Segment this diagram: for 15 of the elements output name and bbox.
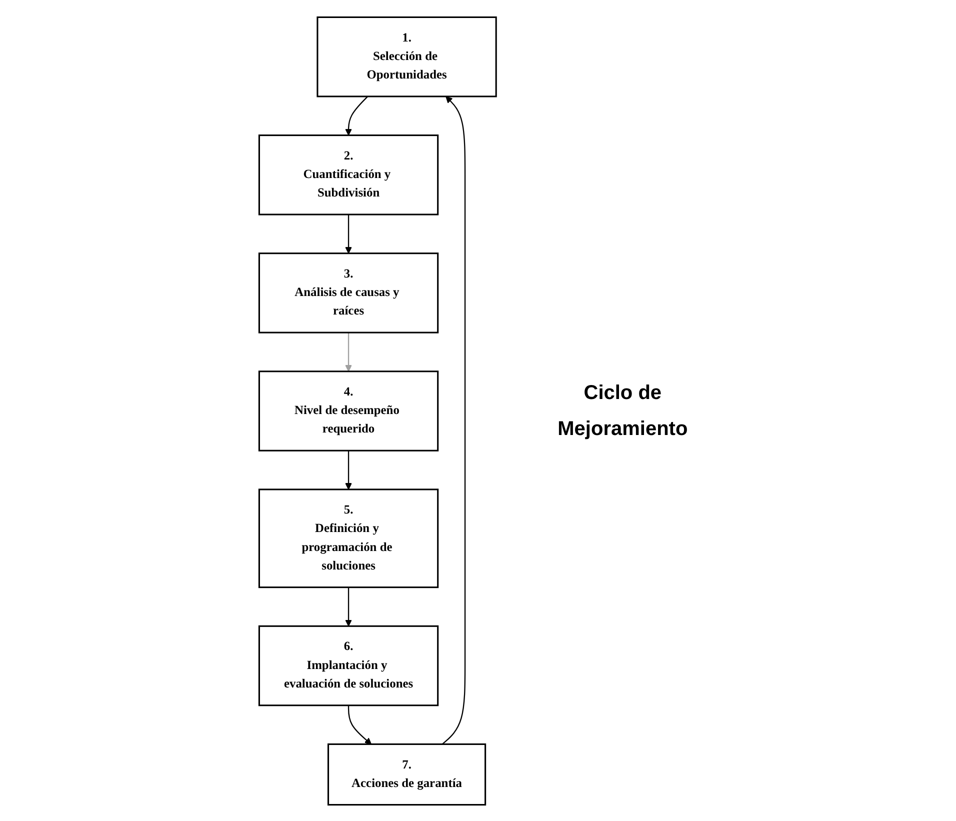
arrow [345, 214, 352, 254]
arrow [345, 586, 352, 626]
node-box: 6. Implantación y evaluación de soluciones [258, 624, 439, 706]
node-box: 5. Definición y programación de soluciones [258, 488, 439, 588]
center-label: Ciclo de Mejoramiento [556, 380, 689, 442]
node-box: 4. Nivel de desempeño requerido [258, 370, 439, 451]
arrow [348, 704, 372, 744]
node-box: 3. Análisis de causas y raíces [258, 252, 439, 333]
node-box: 1. Selección de Oportunidades [317, 16, 498, 97]
arrow [345, 96, 368, 136]
arrow [345, 332, 352, 372]
node-box: 2. Cuantificación y Subdivisión [258, 134, 439, 215]
arrow [442, 96, 466, 744]
node-box: 7. Acciones de garantía [328, 742, 486, 806]
arrow [345, 450, 352, 490]
